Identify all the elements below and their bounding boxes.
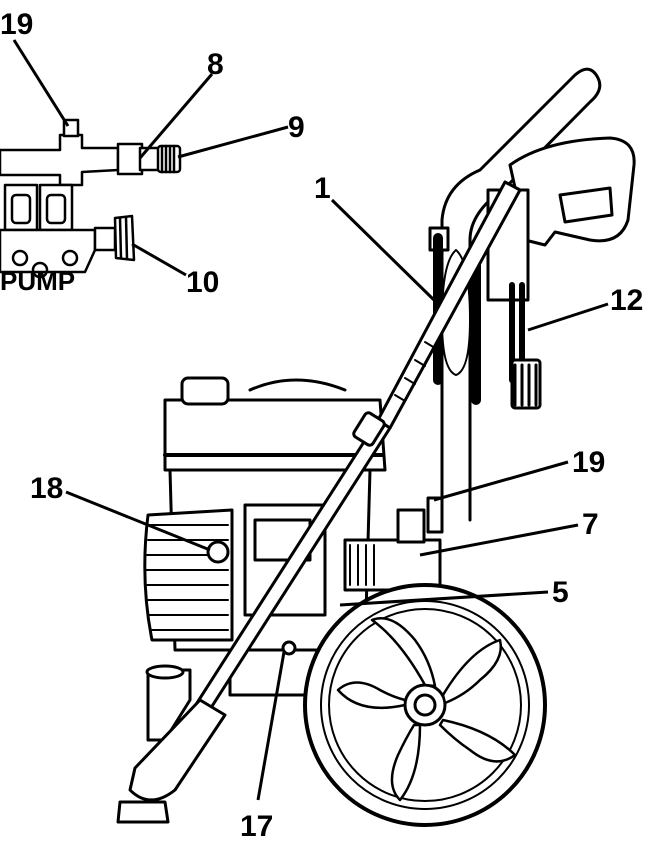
callout-7: 7 [582, 508, 599, 541]
pressure-washer-illustration [116, 67, 636, 827]
leader-19-main [433, 460, 569, 502]
leader-12 [527, 302, 609, 332]
leader-7 [419, 523, 579, 557]
leader-lines [12, 39, 609, 801]
leader-1 [330, 198, 436, 302]
callout-12: 12 [610, 284, 643, 317]
leader-19-inset [12, 39, 70, 127]
leader-9 [177, 125, 289, 159]
leader-18 [65, 490, 211, 552]
leader-10 [131, 242, 187, 277]
leader-8 [138, 73, 214, 159]
callout-18: 18 [30, 472, 63, 505]
callout-10: 10 [186, 266, 219, 299]
leader-17 [256, 651, 286, 801]
callout-1: 1 [314, 172, 331, 205]
leader-5 [339, 590, 549, 607]
callout-19-inset: 19 [0, 8, 33, 41]
callout-19-main: 19 [572, 446, 605, 479]
callout-9: 9 [288, 111, 305, 144]
callout-17: 17 [240, 810, 273, 843]
callout-5: 5 [552, 576, 569, 609]
callout-8: 8 [207, 48, 224, 81]
pump-inset-title: PUMP [0, 266, 75, 296]
pump-inset-illustration [0, 118, 182, 279]
